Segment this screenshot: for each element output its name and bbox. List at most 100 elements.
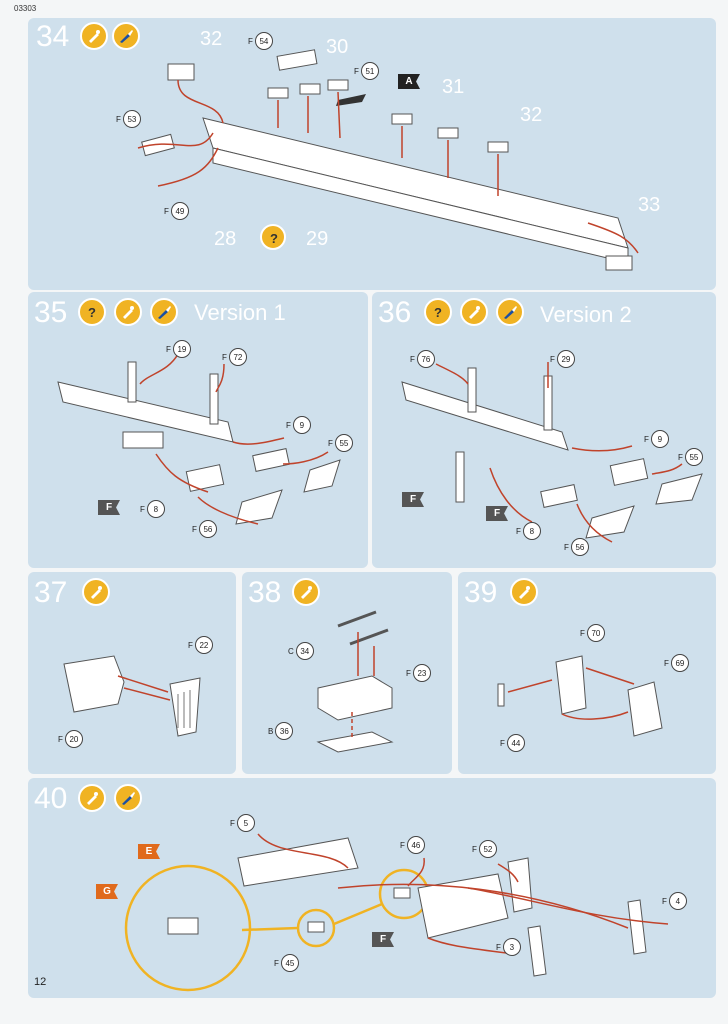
part-number: 19: [172, 340, 191, 358]
sprue-frame: F: [354, 66, 359, 76]
part-number: 52: [478, 840, 497, 858]
part-number: 45: [280, 954, 299, 972]
step-34-drawing: [137, 49, 639, 271]
part-number: 23: [412, 664, 431, 682]
glue-icon: [460, 298, 488, 326]
paint-icon: [114, 784, 142, 812]
glue-icon: [82, 578, 110, 606]
part-number: 53: [122, 110, 141, 128]
glue-icon: [114, 298, 142, 326]
version-label: Version 2: [540, 302, 632, 327]
sprue-frame: F: [644, 434, 649, 444]
step-reference-number: 30: [326, 36, 349, 58]
step-34-panel: 34 32 30 31 32 33 28 29 ?: [28, 18, 716, 290]
step-number: 40: [34, 782, 68, 815]
sprue-frame: F: [248, 36, 253, 46]
sprue-frame: F: [564, 542, 569, 552]
part-number: 20: [64, 730, 83, 748]
step-number: 34: [36, 20, 70, 53]
part-number: 9: [650, 430, 669, 448]
decal-flag-g: G: [96, 884, 118, 899]
sprue-frame: F: [192, 524, 197, 534]
step-reference-number: 29: [306, 228, 329, 250]
decal-flag-f: F: [372, 932, 394, 947]
glue-icon: [292, 578, 320, 606]
part-number: 55: [684, 448, 703, 466]
step-reference-number: 28: [214, 228, 237, 250]
catalog-code: 03303: [14, 4, 37, 13]
decal-flag-e: E: [138, 844, 160, 859]
svg-text:?: ?: [434, 305, 442, 320]
step-reference-number: 33: [638, 194, 661, 216]
part-number: 70: [586, 624, 605, 642]
step-number: 36: [378, 296, 412, 329]
decal-flag-a: A: [398, 74, 420, 89]
step-35-drawing: [57, 353, 341, 525]
step-36-drawing: [401, 361, 703, 543]
sprue-frame: F: [580, 628, 585, 638]
part-number: 55: [334, 434, 353, 452]
part-number: 46: [406, 836, 425, 854]
sprue-frame: F: [188, 640, 193, 650]
decal-flag-f: F: [98, 500, 120, 515]
part-number: 49: [170, 202, 189, 220]
part-number: 22: [194, 636, 213, 654]
step-37-drawing: [63, 655, 201, 737]
sprue-frame: F: [164, 206, 169, 216]
sprue-frame: F: [328, 438, 333, 448]
part-number: 36: [275, 722, 294, 740]
sprue-frame: F: [406, 668, 411, 678]
question-icon: ?: [78, 298, 106, 326]
sprue-frame: F: [222, 352, 227, 362]
sprue-frame: C: [288, 646, 294, 656]
part-number: 29: [556, 350, 575, 368]
sprue-frame: F: [550, 354, 555, 364]
step-39-drawing: [497, 655, 663, 737]
decal-flag-f: F: [486, 506, 508, 521]
step-reference-number: 32: [520, 104, 543, 126]
part-number: 3: [502, 938, 521, 956]
step-number: 39: [464, 576, 498, 609]
step-number: 35: [34, 296, 68, 329]
sprue-frame: F: [166, 344, 171, 354]
part-number: 69: [670, 654, 689, 672]
svg-text:?: ?: [88, 305, 96, 320]
sprue-frame: F: [500, 738, 505, 748]
sprue-frame: F: [472, 844, 477, 854]
part-number: 5: [236, 814, 255, 832]
sprue-frame: F: [58, 734, 63, 744]
page-number: 12: [34, 976, 47, 988]
step-number: 38: [248, 576, 282, 609]
part-number: 56: [570, 538, 589, 556]
sprue-frame: F: [400, 840, 405, 850]
paint-icon: [496, 298, 524, 326]
sprue-frame: F: [116, 114, 121, 124]
